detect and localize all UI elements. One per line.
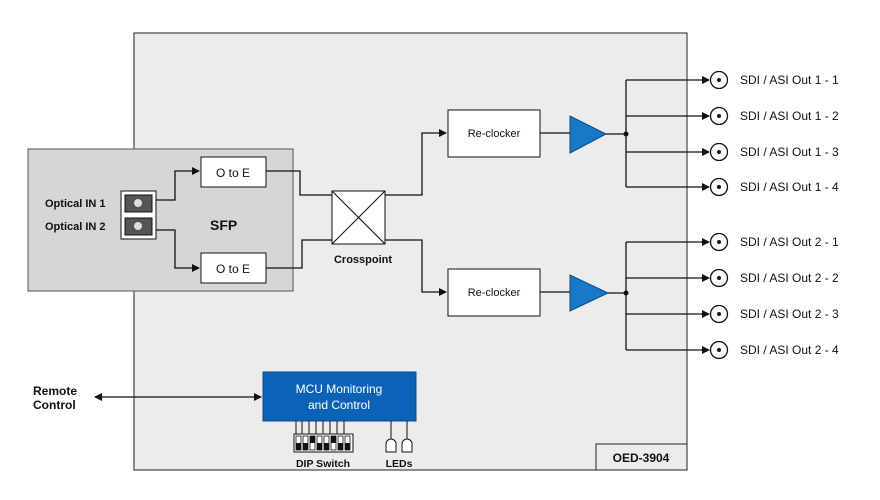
dip-switch-label: DIP Switch: [296, 458, 350, 470]
remote-label-line1: Remote: [33, 384, 77, 398]
o-to-e-box-2: [200, 252, 267, 284]
mcu-label-line2: and Control: [308, 398, 370, 412]
crosspoint-switch: [331, 190, 386, 245]
amplifier-icon-2: [569, 274, 610, 312]
model-label: OED-3904: [613, 451, 670, 465]
output-label: SDI / ASI Out 2 - 1: [740, 235, 839, 249]
amplifier-icon-1: [569, 115, 608, 154]
reclocker-box-1: [447, 109, 541, 158]
optical-in-2-label: Optical IN 2: [45, 221, 106, 233]
model-badge: [595, 443, 688, 471]
reclocker-box-2: [447, 268, 541, 317]
crosspoint-label: Crosspoint: [334, 254, 392, 266]
output-label: SDI / ASI Out 2 - 2: [740, 271, 839, 285]
o-to-e-label-2: O to E: [216, 262, 250, 276]
optical-connector-icon: [120, 190, 157, 240]
bnc-connector-icon: [709, 70, 729, 360]
mcu-label-line1: MCU Monitoring: [296, 382, 383, 396]
remote-label-line2: Control: [33, 398, 76, 412]
link-xp-reclocker-1: [385, 129, 447, 196]
output-label: SDI / ASI Out 1 - 3: [740, 145, 839, 159]
link-oe1-xp: [266, 170, 332, 196]
output-label: SDI / ASI Out 2 - 3: [740, 307, 839, 321]
output-label: SDI / ASI Out 1 - 1: [740, 73, 839, 87]
link-oe2-xp: [266, 239, 332, 269]
o-to-e-label-1: O to E: [216, 166, 250, 180]
reclocker-label-2: Re-clocker: [468, 287, 521, 299]
output-label: SDI / ASI Out 2 - 4: [740, 343, 839, 357]
output-label: SDI / ASI Out 1 - 4: [740, 180, 839, 194]
o-to-e-box-1: [200, 156, 267, 188]
led-icon: [385, 421, 413, 453]
dip-switch-icon: [293, 421, 354, 453]
output-label: SDI / ASI Out 1 - 2: [740, 109, 839, 123]
sfp-label: SFP: [210, 217, 237, 233]
mcu-block: [262, 371, 417, 422]
leds-label: LEDs: [386, 458, 413, 470]
reclocker-label-1: Re-clocker: [468, 128, 521, 140]
link-in2-oe2: [156, 229, 200, 272]
link-in1-oe1: [156, 167, 200, 201]
link-xp-reclocker-2: [385, 239, 447, 296]
optical-in-1-label: Optical IN 1: [45, 198, 106, 210]
